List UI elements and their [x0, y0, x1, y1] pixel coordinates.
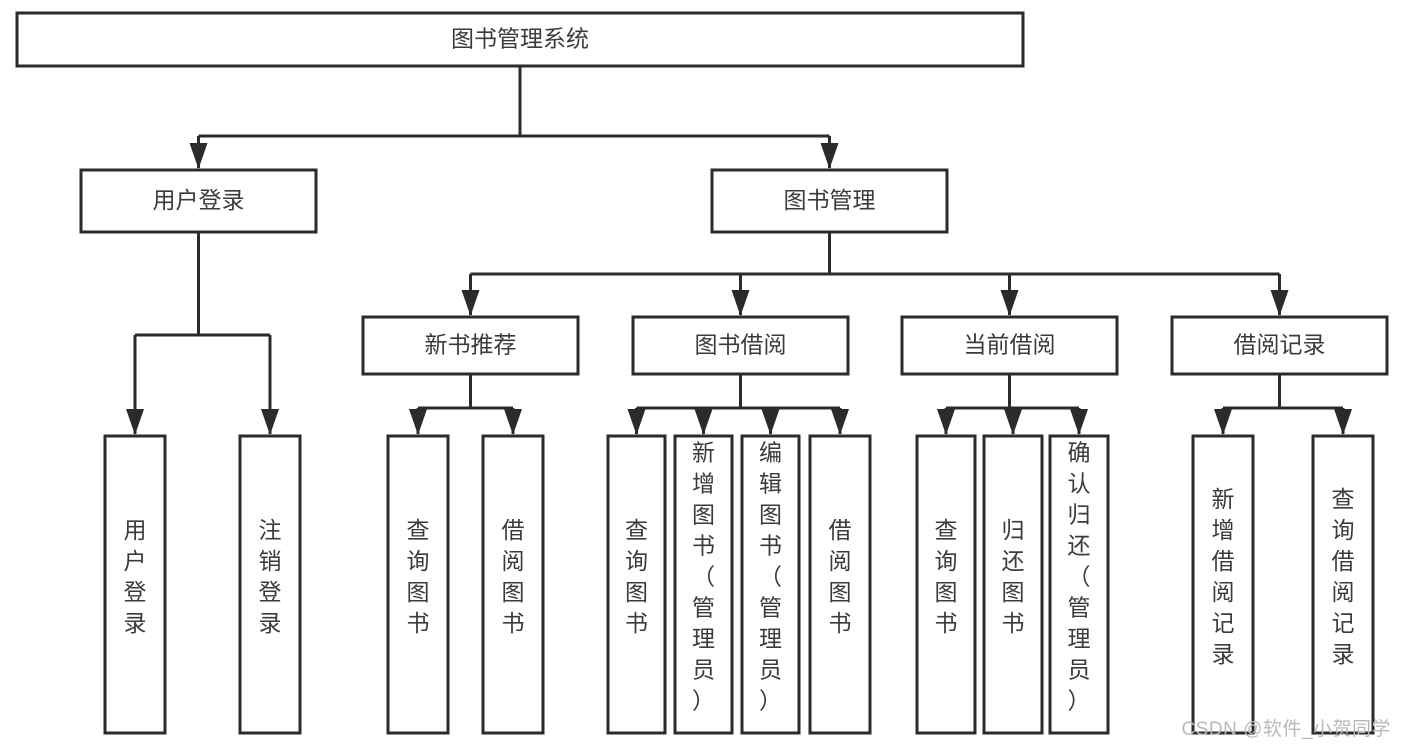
node-leaf-edit-book[interactable]: 编辑图书（管理员）	[740, 434, 801, 735]
node-label: 新书推荐	[425, 332, 517, 358]
node-box	[1170, 315, 1389, 376]
node-box	[710, 168, 949, 234]
node-box	[1311, 434, 1375, 735]
arrow-head-icon	[409, 409, 427, 435]
node-leaf-query-borrow-record[interactable]: 查询借阅记录	[1311, 434, 1375, 735]
node-label: 查询借阅记录	[1332, 486, 1355, 667]
node-label: 注销登录	[259, 517, 282, 636]
arrow-head-icon	[820, 143, 839, 169]
node-box	[481, 434, 545, 735]
node-label: 图书管理	[784, 187, 876, 213]
node-box	[386, 434, 450, 735]
node-leaf-user-login[interactable]: 用户登录	[103, 434, 167, 735]
node-label: 新增图书（管理员）	[692, 440, 715, 714]
arrow-head-icon	[1004, 409, 1022, 435]
watermark-text: CSDN @软件_小贺同学	[1181, 719, 1391, 740]
node-box	[915, 434, 977, 735]
node-current-borrow[interactable]: 当前借阅	[900, 315, 1119, 376]
node-label: 用户登录	[124, 517, 147, 636]
node-box	[606, 434, 667, 735]
node-book-borrow[interactable]: 图书借阅	[631, 315, 850, 376]
node-box	[103, 434, 167, 735]
arrow-head-icon	[1214, 409, 1232, 435]
arrow-head-icon	[261, 409, 279, 435]
node-leaf-borrow-book-rec[interactable]: 借阅图书	[481, 434, 545, 735]
node-box	[238, 434, 302, 735]
arrow-head-icon	[937, 409, 955, 435]
connector-layer	[126, 66, 1352, 435]
node-box	[808, 434, 872, 735]
arrow-head-icon	[1000, 290, 1019, 316]
node-borrow-record[interactable]: 借阅记录	[1170, 315, 1389, 376]
arrow-head-icon	[831, 409, 849, 435]
node-leaf-add-book[interactable]: 新增图书（管理员）	[673, 434, 734, 735]
node-label: 借阅图书	[829, 517, 852, 636]
node-book-manage[interactable]: 图书管理	[710, 168, 949, 234]
node-label: 归还图书	[1002, 517, 1025, 636]
node-label: 图书借阅	[695, 332, 787, 358]
node-box	[900, 315, 1119, 376]
node-new-book-recommend[interactable]: 新书推荐	[361, 315, 580, 376]
node-leaf-user-logout[interactable]: 注销登录	[238, 434, 302, 735]
node-box	[1048, 434, 1110, 735]
node-box	[740, 434, 801, 735]
node-leaf-confirm-return[interactable]: 确认归还（管理员）	[1048, 434, 1110, 735]
node-box	[15, 11, 1025, 68]
node-label: 查询图书	[407, 517, 430, 636]
node-layer: 图书管理系统用户登录图书管理新书推荐图书借阅当前借阅借阅记录用户登录注销登录查询…	[15, 11, 1389, 735]
node-label: 查询图书	[625, 517, 648, 636]
node-user-login[interactable]: 用户登录	[79, 168, 318, 234]
arrow-head-icon	[504, 409, 522, 435]
arrow-head-icon	[1070, 409, 1088, 435]
node-label: 借阅图书	[502, 517, 525, 636]
node-label: 当前借阅	[964, 332, 1056, 358]
node-leaf-query-book-current[interactable]: 查询图书	[915, 434, 977, 735]
node-label: 用户登录	[153, 187, 245, 213]
arrow-head-icon	[189, 143, 208, 169]
node-root[interactable]: 图书管理系统	[15, 11, 1025, 68]
arrow-head-icon	[761, 409, 780, 435]
node-label: 图书管理系统	[451, 26, 589, 52]
arrow-head-icon	[461, 290, 480, 316]
arrow-head-icon	[126, 409, 144, 435]
node-box	[982, 434, 1044, 735]
node-leaf-query-book-rec[interactable]: 查询图书	[386, 434, 450, 735]
node-leaf-query-book-borrow[interactable]: 查询图书	[606, 434, 667, 735]
node-label: 查询图书	[935, 517, 958, 636]
arrow-head-icon	[731, 290, 750, 316]
arrow-head-icon	[627, 409, 646, 435]
node-box	[673, 434, 734, 735]
node-box	[361, 315, 580, 376]
node-label: 编辑图书（管理员）	[759, 440, 782, 714]
node-label: 借阅记录	[1234, 332, 1326, 358]
arrow-head-icon	[694, 409, 713, 435]
node-leaf-return-book[interactable]: 归还图书	[982, 434, 1044, 735]
arrow-head-icon	[1334, 409, 1352, 435]
node-label: 确认归还（管理员）	[1068, 440, 1091, 714]
arrow-head-icon	[1270, 290, 1289, 316]
node-box	[79, 168, 318, 234]
node-label: 新增借阅记录	[1212, 486, 1235, 667]
node-box	[631, 315, 850, 376]
node-box	[1191, 434, 1255, 735]
node-leaf-borrow-book[interactable]: 借阅图书	[808, 434, 872, 735]
node-leaf-add-borrow-record[interactable]: 新增借阅记录	[1191, 434, 1255, 735]
